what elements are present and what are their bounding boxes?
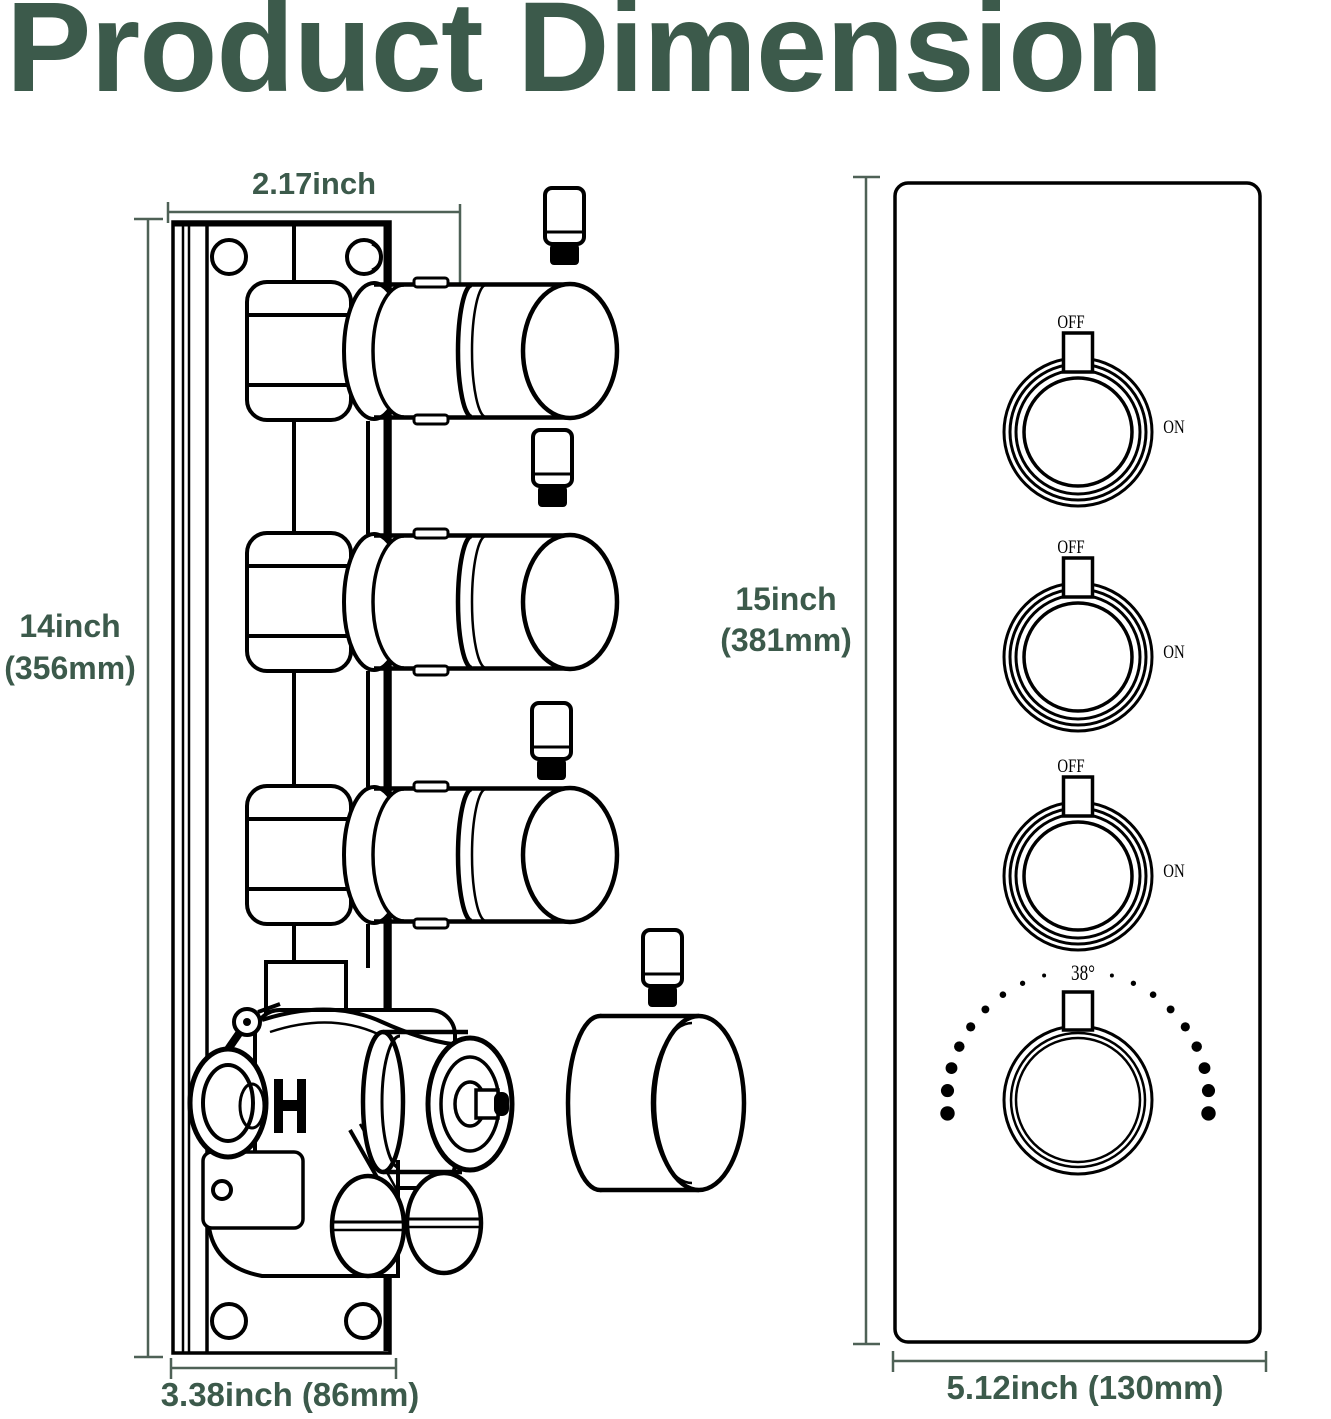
valve-side-drawing	[171, 186, 747, 1355]
valve-height-dimension-label-line1: 14inch	[19, 608, 121, 644]
valve-height-dimension-label-line2: (356mm)	[4, 650, 136, 686]
trim-panel-drawing	[893, 181, 1262, 1344]
knob1-off-label: OFF	[1057, 312, 1085, 333]
knob1-on-label: ON	[1163, 417, 1185, 438]
panel-width-dimension-label: 5.12inch (130mm)	[946, 1369, 1224, 1406]
knob-end-cap	[565, 1013, 747, 1193]
panel-height-dimension-label-line1: 15inch	[735, 581, 837, 617]
thermostatic-valve-body	[187, 960, 515, 1279]
knob3-off-label: OFF	[1057, 756, 1085, 777]
knob3-on-label: ON	[1163, 861, 1185, 882]
valve-width-dimension-label: 2.17inch	[251, 166, 377, 201]
temperature-scale-dots	[940, 973, 1216, 1121]
knob2-on-label: ON	[1163, 642, 1185, 663]
knob2-off-label: OFF	[1057, 537, 1085, 558]
dimension-lines	[134, 175, 1268, 1379]
panel-height-dimension-label-line2: (381mm)	[720, 622, 852, 658]
temperature-label: 38°	[1070, 960, 1096, 985]
page-title: Product Dimension	[6, 0, 1163, 119]
valve-depth-dimension-label: 3.38inch (86mm)	[160, 1376, 420, 1413]
temperature-knob	[1002, 990, 1154, 1176]
